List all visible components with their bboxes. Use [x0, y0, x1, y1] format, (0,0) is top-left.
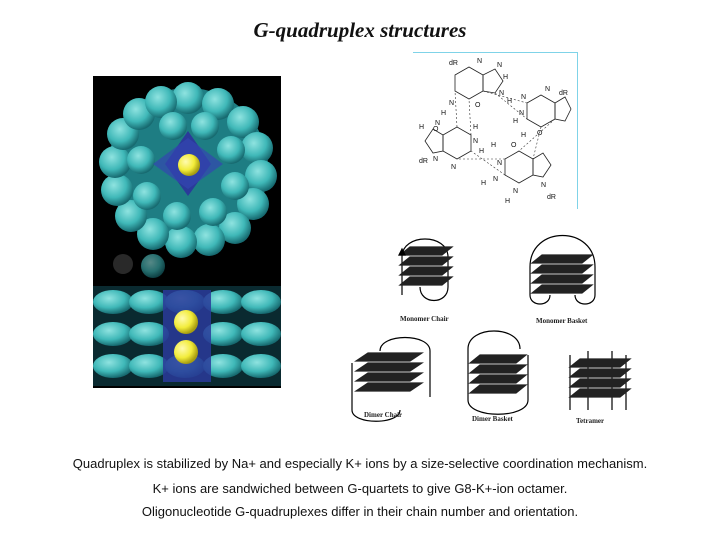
atom-label: H: [473, 124, 478, 131]
atom-label: H: [491, 142, 496, 149]
atom-label: N: [513, 188, 518, 195]
atom-label: H: [441, 110, 446, 117]
molecular-model-image: [93, 76, 281, 388]
topology-label-dimer-basket: Dimer Basket: [472, 415, 514, 423]
atom-label: N: [435, 120, 440, 127]
tetramer-diagram: [568, 351, 632, 410]
topology-svg: Monomer Chair Monomer Basket Dimer Chair…: [351, 235, 632, 425]
caption-line-3: Oligonucleotide G-quadruplexes differ in…: [141, 504, 579, 519]
potassium-ion-icon: [178, 154, 200, 176]
page-title: G-quadruplex structures: [253, 18, 467, 42]
atom-label: dR: [419, 158, 428, 165]
side-view-stack: [93, 286, 281, 386]
atom-label: O: [475, 102, 481, 109]
atom-label: H: [507, 98, 512, 105]
atom-label: N: [451, 164, 456, 171]
atom-label: N: [545, 86, 550, 93]
atom-label: N: [541, 182, 546, 189]
topology-label-monomer-chair: Monomer Chair: [400, 315, 449, 323]
atom-label: dR: [449, 60, 458, 67]
atom-label: N: [433, 156, 438, 163]
top-view-quartet: [99, 82, 277, 278]
atom-label: H: [503, 74, 508, 81]
topology-diagrams: Monomer Chair Monomer Basket Dimer Chair…: [330, 225, 660, 430]
atom-label: N: [519, 110, 524, 117]
atom-label: N: [497, 62, 502, 69]
atom-label: H: [521, 132, 526, 139]
atom-label: H: [513, 118, 518, 125]
caption-line-1: Quadruplex is stabilized by Na+ and espe…: [72, 456, 648, 471]
molecular-model-svg: [93, 82, 281, 386]
caption-line-2: K+ ions are sandwiched between G-quartet…: [152, 481, 568, 496]
topology-label-tetramer: Tetramer: [576, 417, 604, 425]
atom-label: H: [419, 124, 424, 131]
atom-label: N: [497, 160, 502, 167]
atom-label: dR: [559, 90, 568, 97]
atom-label: N: [473, 138, 478, 145]
potassium-ion-icon: [174, 310, 198, 334]
atom-label: O: [537, 130, 543, 137]
atom-label: dR: [547, 194, 556, 201]
atom-label: N: [449, 100, 454, 107]
dimer-chair-diagram: [351, 336, 431, 422]
atom-label: N: [521, 94, 526, 101]
atom-label: H: [481, 180, 486, 187]
atom-label: N: [493, 176, 498, 183]
g-quartet-structure: dR N N H N H N H O dR N N N H H O O H N …: [413, 52, 578, 209]
dimer-basket-diagram: [467, 330, 529, 415]
atom-label: H: [505, 198, 510, 205]
atom-label: O: [511, 142, 517, 149]
monomer-chair-diagram: [398, 238, 454, 302]
g-quartet-svg: dR N N H N H N H O dR N N N H H O O H N …: [419, 58, 572, 205]
atom-label: O: [433, 126, 439, 133]
topology-label-monomer-basket: Monomer Basket: [536, 317, 588, 325]
monomer-basket-diagram: [529, 235, 596, 305]
potassium-ion-icon: [174, 340, 198, 364]
atom-label: N: [499, 90, 504, 97]
atom-label: N: [477, 58, 482, 65]
topology-label-dimer-chair: Dimer Chair: [364, 411, 402, 419]
atom-label: H: [479, 148, 484, 155]
